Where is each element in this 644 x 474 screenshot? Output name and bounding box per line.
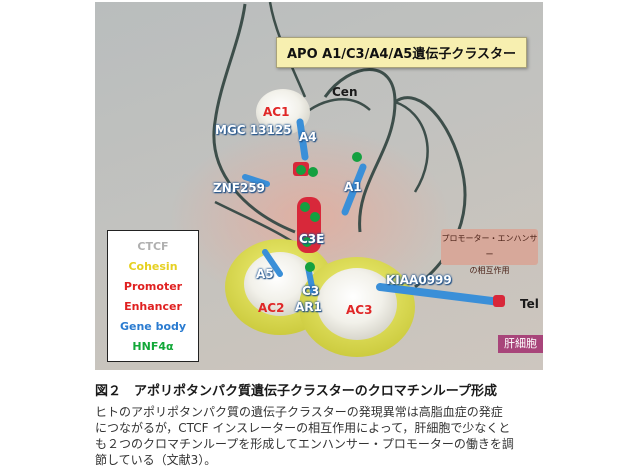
label-a5: A5 bbox=[256, 267, 274, 281]
label-znf259: ZNF259 bbox=[213, 181, 265, 195]
sphere-ac2 bbox=[244, 252, 316, 316]
gene-a4 bbox=[296, 118, 309, 161]
cable-loop-left bbox=[212, 3, 296, 234]
cluster-title: APO A1/C3/A4/A5遺伝子クラスター bbox=[287, 47, 517, 62]
caption-title: 図２ アポリポタンパク質遺伝子クラスターのクロマチンループ形成 bbox=[95, 384, 497, 399]
interaction-label-box: プロモーター・エンハンサー の相互作用 bbox=[441, 229, 538, 275]
liver-cell-label: 肝細胞 bbox=[498, 335, 543, 353]
promoter-kiaa bbox=[493, 295, 505, 307]
gene-a1 bbox=[341, 163, 367, 216]
label-kiaa0999: KIAA0999 bbox=[386, 273, 452, 287]
label-cen: Cen bbox=[332, 85, 358, 99]
label-a4: A4 bbox=[299, 130, 317, 144]
label-ac3: AC3 bbox=[346, 303, 373, 317]
gene-znf259 bbox=[242, 174, 270, 187]
caption-line: ヒトのアポリポタンパク質の遺伝子クラスターの発現異常は高脂血症の発症 bbox=[95, 405, 503, 419]
label-c3e: C3E bbox=[299, 232, 325, 246]
legend-item: Cohesin bbox=[128, 260, 178, 273]
hnf4-marker bbox=[296, 165, 306, 175]
label-ac1: AC1 bbox=[263, 105, 290, 119]
legend-item: HNF4α bbox=[132, 340, 174, 353]
legend-item: CTCF bbox=[137, 240, 169, 253]
hnf4-marker bbox=[302, 237, 312, 247]
label-ar1: AR1 bbox=[295, 300, 322, 314]
hnf4-marker bbox=[305, 262, 315, 272]
label-a1: A1 bbox=[344, 180, 362, 194]
interaction-label-line2: の相互作用 bbox=[469, 266, 510, 275]
label-c3: C3 bbox=[302, 284, 320, 298]
legend-item: Promoter bbox=[123, 280, 183, 293]
caption-body: ヒトのアポリポタンパク質の遺伝子クラスターの発現異常は高脂血症の発症 につながる… bbox=[95, 404, 565, 468]
model-photo: APO A1/C3/A4/A5遺伝子クラスター Cen Tel AC1 AC2 … bbox=[95, 2, 543, 370]
label-ac2: AC2 bbox=[258, 301, 285, 315]
label-mgc13125: MGC 13125 bbox=[215, 123, 292, 137]
chromatin-model-drawing bbox=[170, 2, 505, 357]
gene-kiaa0999 bbox=[376, 283, 504, 306]
cluster-title-box: APO A1/C3/A4/A5遺伝子クラスター bbox=[276, 37, 528, 68]
legend-item: Enhancer bbox=[124, 300, 182, 313]
caption-line: 節している（文献3）。 bbox=[95, 453, 217, 467]
figure-caption: 図２ アポリポタンパク質遺伝子クラスターのクロマチンループ形成 ヒトのアポリポタ… bbox=[95, 380, 565, 468]
hnf4-marker bbox=[308, 167, 318, 177]
interaction-label-line1: プロモーター・エンハンサー bbox=[441, 234, 538, 259]
hnf4-marker bbox=[310, 212, 320, 222]
label-tel: Tel bbox=[520, 297, 539, 311]
gene-a5 bbox=[262, 249, 283, 277]
hnf4-marker bbox=[300, 202, 310, 212]
sphere-ac1 bbox=[256, 89, 310, 135]
legend-item: Gene body bbox=[119, 320, 187, 333]
hnf4-marker bbox=[352, 152, 362, 162]
cable-a1-loop bbox=[394, 100, 429, 193]
caption-line: も２つのクロマチンループを形成してエンハンサー・プロモーターの働きを調 bbox=[95, 437, 514, 451]
caption-line: につながるが，CTCF インスレーターの相互作用によって，肝細胞で少なくと bbox=[95, 421, 511, 435]
